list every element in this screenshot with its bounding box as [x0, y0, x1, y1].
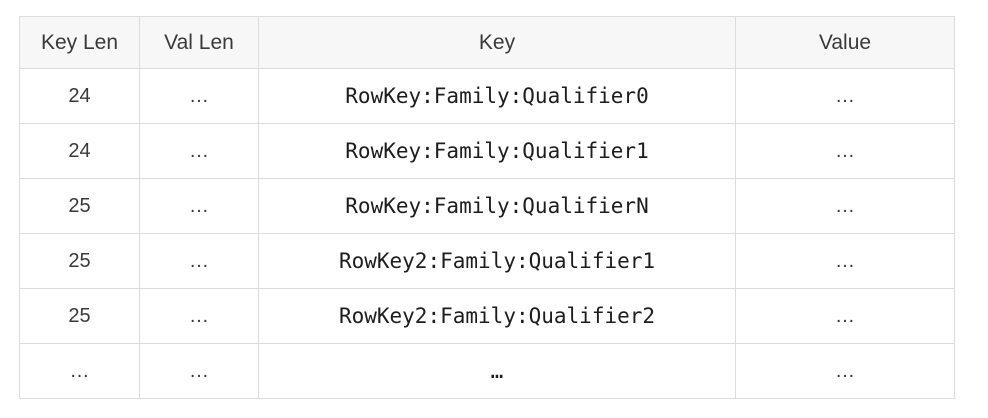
cell-val-len: … [139, 123, 259, 179]
cell-value: … [735, 123, 955, 179]
table-row: 24 … RowKey:Family:Qualifier0 … [19, 68, 955, 124]
cell-key-len: 25 [19, 178, 140, 234]
cell-key: RowKey:Family:Qualifier0 [258, 68, 736, 124]
key-value-table-container: Key Len Val Len Key Value 24 … RowKey:Fa… [19, 16, 955, 399]
cell-key-len: 25 [19, 233, 140, 289]
cell-value: … [735, 343, 955, 399]
cell-value: … [735, 233, 955, 289]
table-row: 25 … RowKey2:Family:Qualifier1 … [19, 233, 955, 289]
cell-key-len: 25 [19, 288, 140, 344]
header-row: Key Len Val Len Key Value [19, 16, 955, 69]
column-header-key: Key [258, 16, 736, 69]
cell-value: … [735, 178, 955, 234]
table-row: 25 … RowKey:Family:QualifierN … [19, 178, 955, 234]
cell-key: RowKey:Family:QualifierN [258, 178, 736, 234]
column-header-key-len: Key Len [19, 16, 140, 69]
cell-val-len: … [139, 68, 259, 124]
cell-val-len: … [139, 178, 259, 234]
cell-key: RowKey2:Family:Qualifier2 [258, 288, 736, 344]
table-row: 24 … RowKey:Family:Qualifier1 … [19, 123, 955, 179]
cell-key-len: … [19, 343, 140, 399]
cell-key: … [258, 343, 736, 399]
table-row: … … … … [19, 343, 955, 399]
cell-val-len: … [139, 233, 259, 289]
cell-key: RowKey2:Family:Qualifier1 [258, 233, 736, 289]
cell-key-len: 24 [19, 123, 140, 179]
table-row: 25 … RowKey2:Family:Qualifier2 … [19, 288, 955, 344]
cell-val-len: … [139, 343, 259, 399]
column-header-value: Value [735, 16, 955, 69]
cell-value: … [735, 68, 955, 124]
cell-key: RowKey:Family:Qualifier1 [258, 123, 736, 179]
cell-key-len: 24 [19, 68, 140, 124]
cell-val-len: … [139, 288, 259, 344]
key-value-table: Key Len Val Len Key Value 24 … RowKey:Fa… [19, 16, 955, 399]
column-header-val-len: Val Len [139, 16, 259, 69]
cell-value: … [735, 288, 955, 344]
